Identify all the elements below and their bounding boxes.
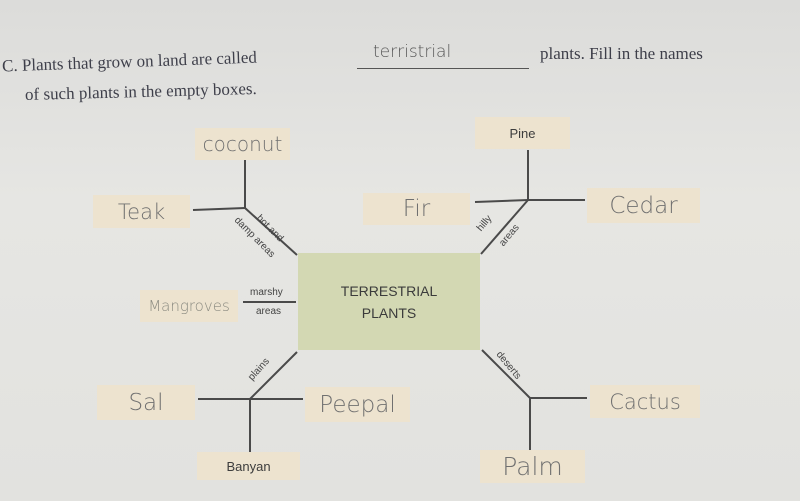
plant-box-coconut[interactable]: coconut (195, 128, 290, 160)
center-title-line-2: PLANTS (361, 304, 417, 321)
habitat-marshy-2: areas (256, 306, 282, 317)
question-text-end: plants. Fill in the names (540, 44, 703, 63)
habitat-marshy-1: marshy (250, 287, 283, 298)
plant-box-sal[interactable]: Sal (97, 385, 195, 420)
plant-box-cedar[interactable]: Cedar (587, 188, 700, 223)
plant-box-banyan: Banyan (197, 452, 300, 480)
plant-box-mangroves[interactable]: Mangroves (140, 290, 238, 322)
center-node: TERRESTRIAL PLANTS (298, 253, 480, 350)
plant-box-peepal[interactable]: Peepal (305, 387, 410, 422)
answer-blank[interactable]: terristrial (357, 42, 529, 69)
plant-box-fir[interactable]: Fir (363, 193, 470, 225)
center-title-line-1: TERRESTRIAL (340, 282, 438, 299)
plant-box-teak[interactable]: Teak (93, 195, 190, 228)
plant-box-cactus[interactable]: Cactus (590, 385, 700, 418)
handwritten-answer: terristrial (373, 42, 452, 62)
plant-box-palm[interactable]: Palm (480, 450, 585, 483)
plant-box-pine: Pine (475, 117, 570, 149)
